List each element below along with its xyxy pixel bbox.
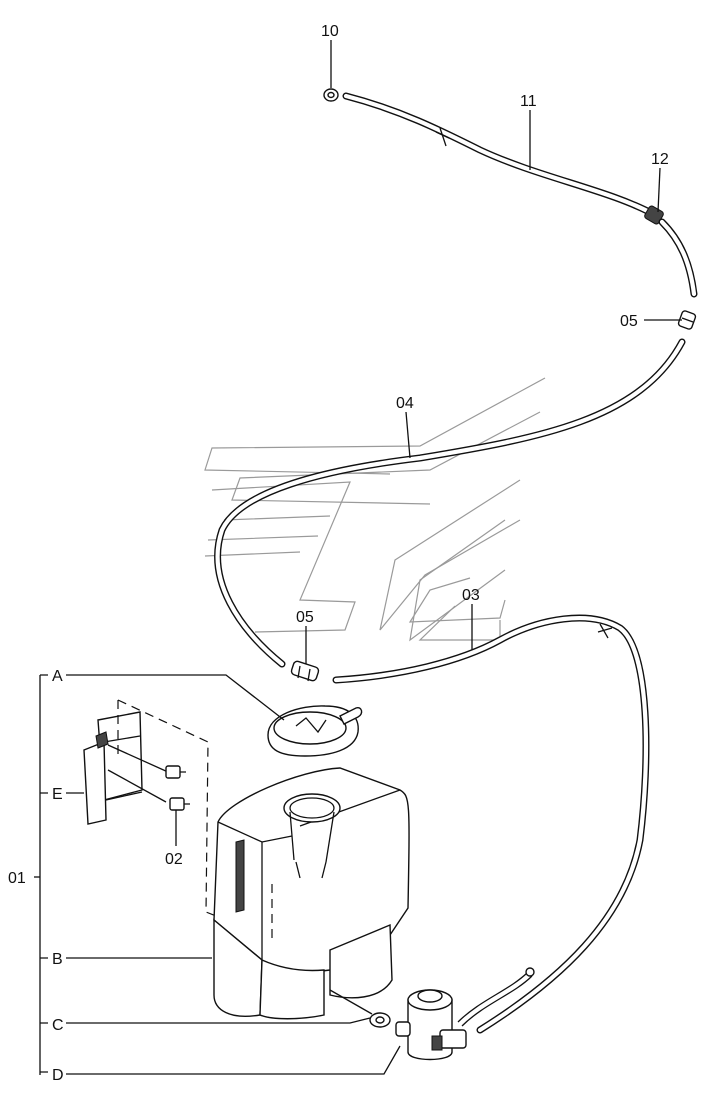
hose-03 bbox=[332, 614, 650, 1034]
bolts-02 bbox=[107, 744, 190, 811]
callout-C: C bbox=[52, 1017, 64, 1034]
tank-cap-A bbox=[267, 705, 363, 797]
callout-02: 02 bbox=[165, 851, 183, 868]
callout-04: 04 bbox=[396, 395, 414, 412]
hose-04 bbox=[214, 338, 686, 668]
washer-tank-B bbox=[213, 767, 410, 1020]
callout-D: D bbox=[52, 1067, 64, 1084]
callout-03: 03 bbox=[462, 587, 480, 604]
callout-E: E bbox=[52, 786, 63, 803]
washer-pump-D bbox=[395, 989, 467, 1061]
connector-05-top bbox=[677, 310, 697, 330]
grommet-10 bbox=[323, 88, 339, 102]
watermark-logo bbox=[204, 377, 546, 642]
hose-11 bbox=[342, 92, 659, 219]
washer-C bbox=[329, 989, 391, 1028]
callout-B: B bbox=[52, 951, 63, 968]
bracket-E bbox=[83, 711, 143, 825]
leader-lines bbox=[34, 40, 682, 1075]
callout-11: 11 bbox=[520, 93, 537, 110]
callout-05-top: 05 bbox=[620, 313, 638, 330]
hose-11-lower bbox=[658, 218, 698, 298]
pump-wire bbox=[457, 967, 535, 1027]
callout-A: A bbox=[52, 668, 63, 685]
callout-10: 10 bbox=[321, 23, 339, 40]
callout-labels: 10 11 12 05 04 05 03 02 01 A E B C D bbox=[8, 23, 669, 1084]
callout-01: 01 bbox=[8, 870, 26, 887]
callout-12: 12 bbox=[651, 151, 669, 168]
callout-05-mid: 05 bbox=[296, 609, 314, 626]
connector-05-mid bbox=[290, 660, 320, 682]
